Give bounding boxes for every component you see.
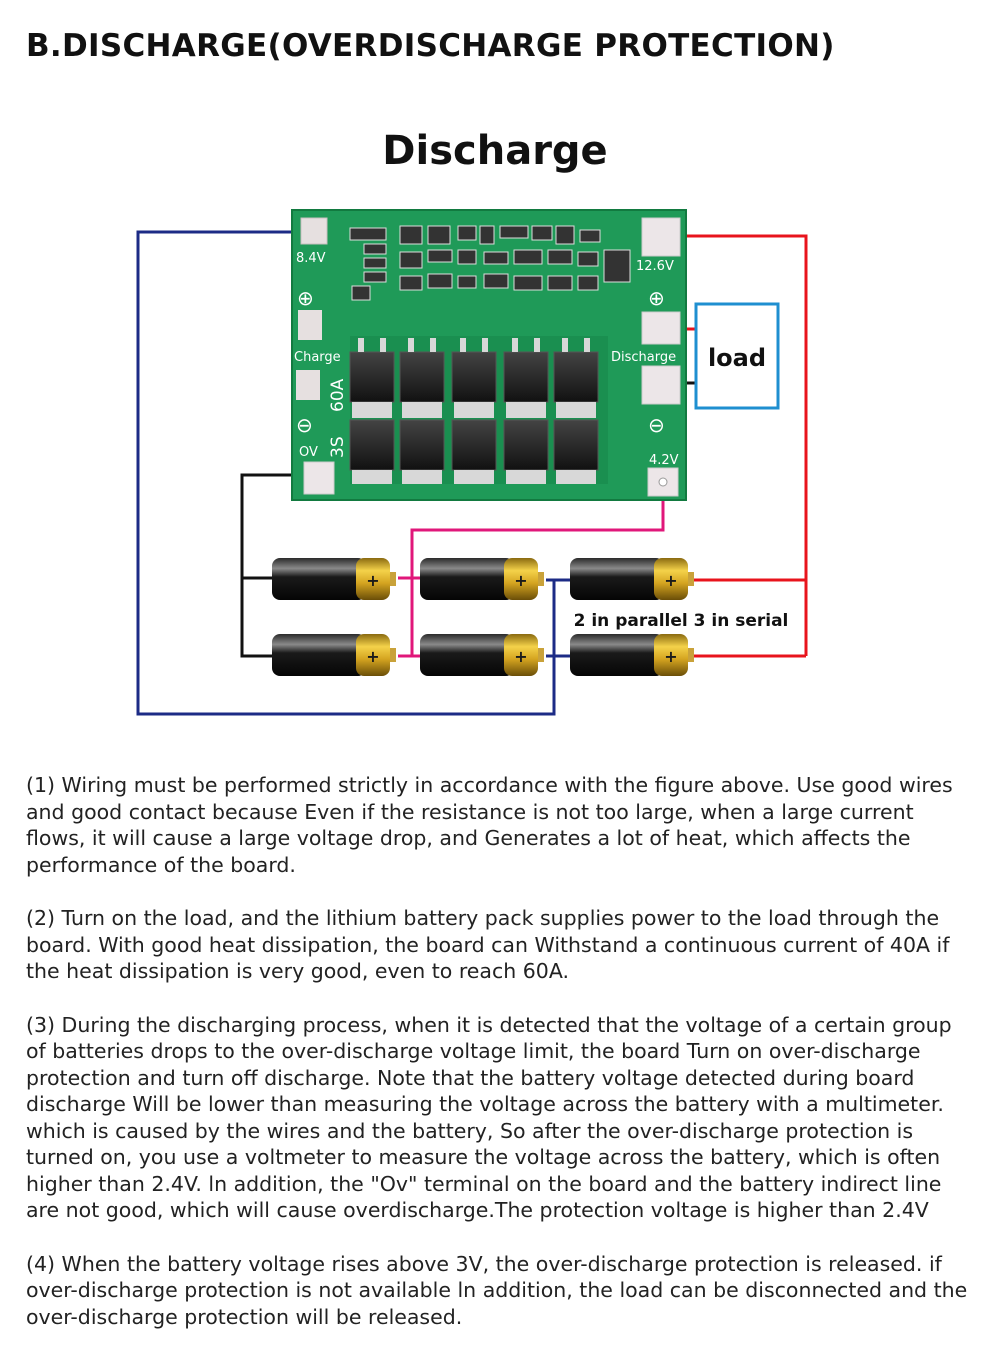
- battery-plus-label: +: [366, 647, 379, 666]
- load-box: load: [694, 302, 780, 410]
- battery-cell: +: [420, 634, 544, 676]
- battery-pack: + + + + + +: [272, 558, 694, 676]
- pad-discharge-pos: [641, 311, 681, 345]
- plus-symbol-right: ⊕: [648, 286, 665, 310]
- pad-charge-neg: [296, 370, 320, 400]
- battery-note: 2 in parallel 3 in serial: [574, 611, 789, 631]
- paragraph-1: (1) Wiring must be performed strictly in…: [26, 773, 953, 877]
- label-84v: 8.4V: [296, 251, 326, 266]
- battery-plus-label: +: [514, 571, 527, 590]
- battery-cell: +: [570, 558, 694, 600]
- wires: [136, 230, 808, 716]
- pad-discharge-neg: [641, 365, 681, 405]
- label-42v: 4.2V: [649, 453, 679, 468]
- battery-cell: +: [570, 634, 694, 676]
- battery-plus-label: +: [664, 647, 677, 666]
- battery-cell: +: [272, 558, 396, 600]
- label-ov: OV: [299, 445, 318, 460]
- wiring-diagram: 8.4V 12.6V ⊕ ⊕ Charge Discharge ⊖ ⊖ OV 4…: [136, 209, 808, 716]
- minus-symbol-right: ⊖: [648, 413, 665, 437]
- battery-cell: +: [272, 634, 396, 676]
- red-wire: [668, 234, 808, 582]
- mosfet-array: [349, 336, 608, 484]
- pad-charge: [298, 310, 322, 340]
- minus-symbol-left: ⊖: [296, 413, 313, 437]
- pad-ov: [303, 461, 335, 495]
- plus-symbol-left: ⊕: [297, 286, 314, 310]
- battery-plus-label: +: [366, 571, 379, 590]
- label-126v: 12.6V: [636, 259, 674, 274]
- paragraph-2: (2) Turn on the load, and the lithium ba…: [26, 906, 950, 983]
- diagram-title: Discharge: [382, 128, 608, 174]
- battery-cell: +: [420, 558, 544, 600]
- paragraph-3: (3) During the discharging process, when…: [26, 1012, 952, 1223]
- black-wire: [240, 473, 316, 658]
- battery-plus-label: +: [514, 647, 527, 666]
- pad-126v: [641, 217, 681, 257]
- load-label: load: [708, 344, 766, 372]
- ic-area: [349, 225, 631, 301]
- blue-wire: [136, 230, 572, 716]
- label-discharge: Discharge: [611, 350, 676, 365]
- label-60a: 60A: [328, 378, 348, 412]
- pad-84v: [300, 217, 328, 245]
- balance-wire: [398, 488, 665, 658]
- battery-plus-label: +: [664, 571, 677, 590]
- label-3s: 3S: [328, 436, 348, 458]
- page-title: B.DISCHARGE(OVERDISCHARGE PROTECTION): [26, 28, 835, 64]
- paragraph-4: (4) When the battery voltage rises above…: [26, 1251, 968, 1329]
- instructions: (1) Wiring must be performed strictly in…: [26, 772, 976, 1357]
- label-charge: Charge: [294, 350, 341, 365]
- bms-board: 8.4V 12.6V ⊕ ⊕ Charge Discharge ⊖ ⊖ OV 4…: [291, 209, 687, 501]
